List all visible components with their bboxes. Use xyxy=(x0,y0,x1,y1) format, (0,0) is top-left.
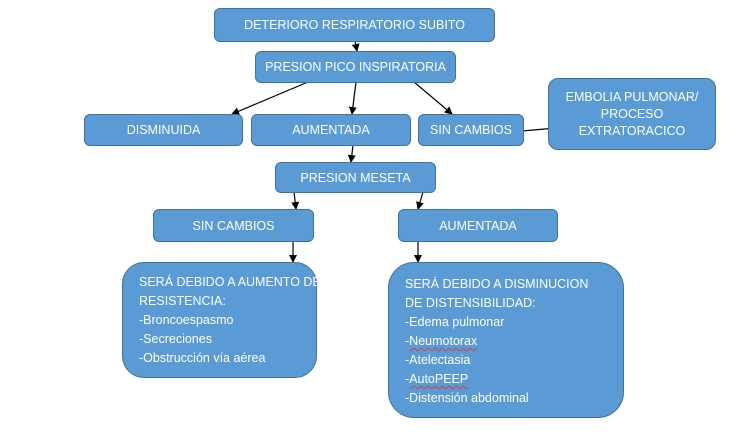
node-sin-cambios: SIN CAMBIOS xyxy=(418,114,524,146)
arrow-peak-to-increased xyxy=(348,81,357,115)
node-meseta-aumentada: AUMENTADA xyxy=(398,209,558,242)
node-presion-pico: PRESION PICO INSPIRATORIA xyxy=(255,51,456,83)
compliance-item-3: -Atelectasia xyxy=(405,353,471,367)
arrow-increased-to-plateau xyxy=(347,144,356,163)
resistance-heading-1: SERÁ DEBIDO A AUMENTO DE xyxy=(139,275,321,289)
resistance-item-3: -Obstrucción vía aérea xyxy=(139,351,266,365)
node-meseta-aumentada-label: AUMENTADA xyxy=(439,218,517,233)
resistance-item-1: -Broncoespasmo xyxy=(139,313,234,327)
arrow-peak-to-no-change xyxy=(413,81,453,115)
node-meseta-sin-cambios: SIN CAMBIOS xyxy=(153,209,314,242)
resistance-item-2: -Secreciones xyxy=(139,332,212,346)
resistance-causes-box: SERÁ DEBIDO A AUMENTO DE RESISTENCIA: -B… xyxy=(122,262,321,378)
resistance-heading-2: RESISTENCIA: xyxy=(139,294,226,308)
node-aumentada-label: AUMENTADA xyxy=(292,123,370,137)
node-embolia-line-1: EMBOLIA PULMONAR/ xyxy=(565,89,699,104)
node-disminuida-label: DISMINUIDA xyxy=(126,123,201,137)
node-aumentada: AUMENTADA xyxy=(251,114,411,146)
compliance-item-4: -AutoPEEP xyxy=(405,372,469,386)
compliance-causes-box: SERÁ DEBIDO A DISMINUCION DE DISTENSIBIL… xyxy=(388,262,624,418)
node-embolia: EMBOLIA PULMONAR/ PROCESO EXTRATORACICO xyxy=(548,78,716,150)
node-embolia-line-3: EXTRATORACICO xyxy=(578,123,686,138)
node-presion-meseta: PRESION MESETA xyxy=(275,162,436,193)
compliance-item-5: -Distensión abdominal xyxy=(405,391,529,405)
node-disminuida: DISMINUIDA xyxy=(84,114,243,146)
arrow-plateau-to-increased xyxy=(416,191,424,210)
arrow-plateau-to-no-change xyxy=(291,191,300,210)
compliance-item-1: -Edema pulmonar xyxy=(405,315,505,329)
node-sin-cambios-label: SIN CAMBIOS xyxy=(430,123,512,137)
node-meseta-sin-cambios-label: SIN CAMBIOS xyxy=(192,218,275,233)
node-presion-pico-label: PRESION PICO INSPIRATORIA xyxy=(265,60,446,74)
node-embolia-line-2: PROCESO xyxy=(600,106,664,121)
node-presion-meseta-label: PRESION MESETA xyxy=(300,170,411,185)
compliance-heading-1: SERÁ DEBIDO A DISMINUCION xyxy=(405,277,589,291)
arrow-peak-to-decreased xyxy=(231,81,309,115)
compliance-heading-2: DE DISTENSIBILIDAD: xyxy=(405,296,536,310)
node-deterioro-label: DETERIORO RESPIRATORIO SUBITO xyxy=(244,18,465,32)
compliance-item-2: -Neumotorax xyxy=(405,334,478,348)
node-deterioro: DETERIORO RESPIRATORIO SUBITO xyxy=(214,8,495,42)
